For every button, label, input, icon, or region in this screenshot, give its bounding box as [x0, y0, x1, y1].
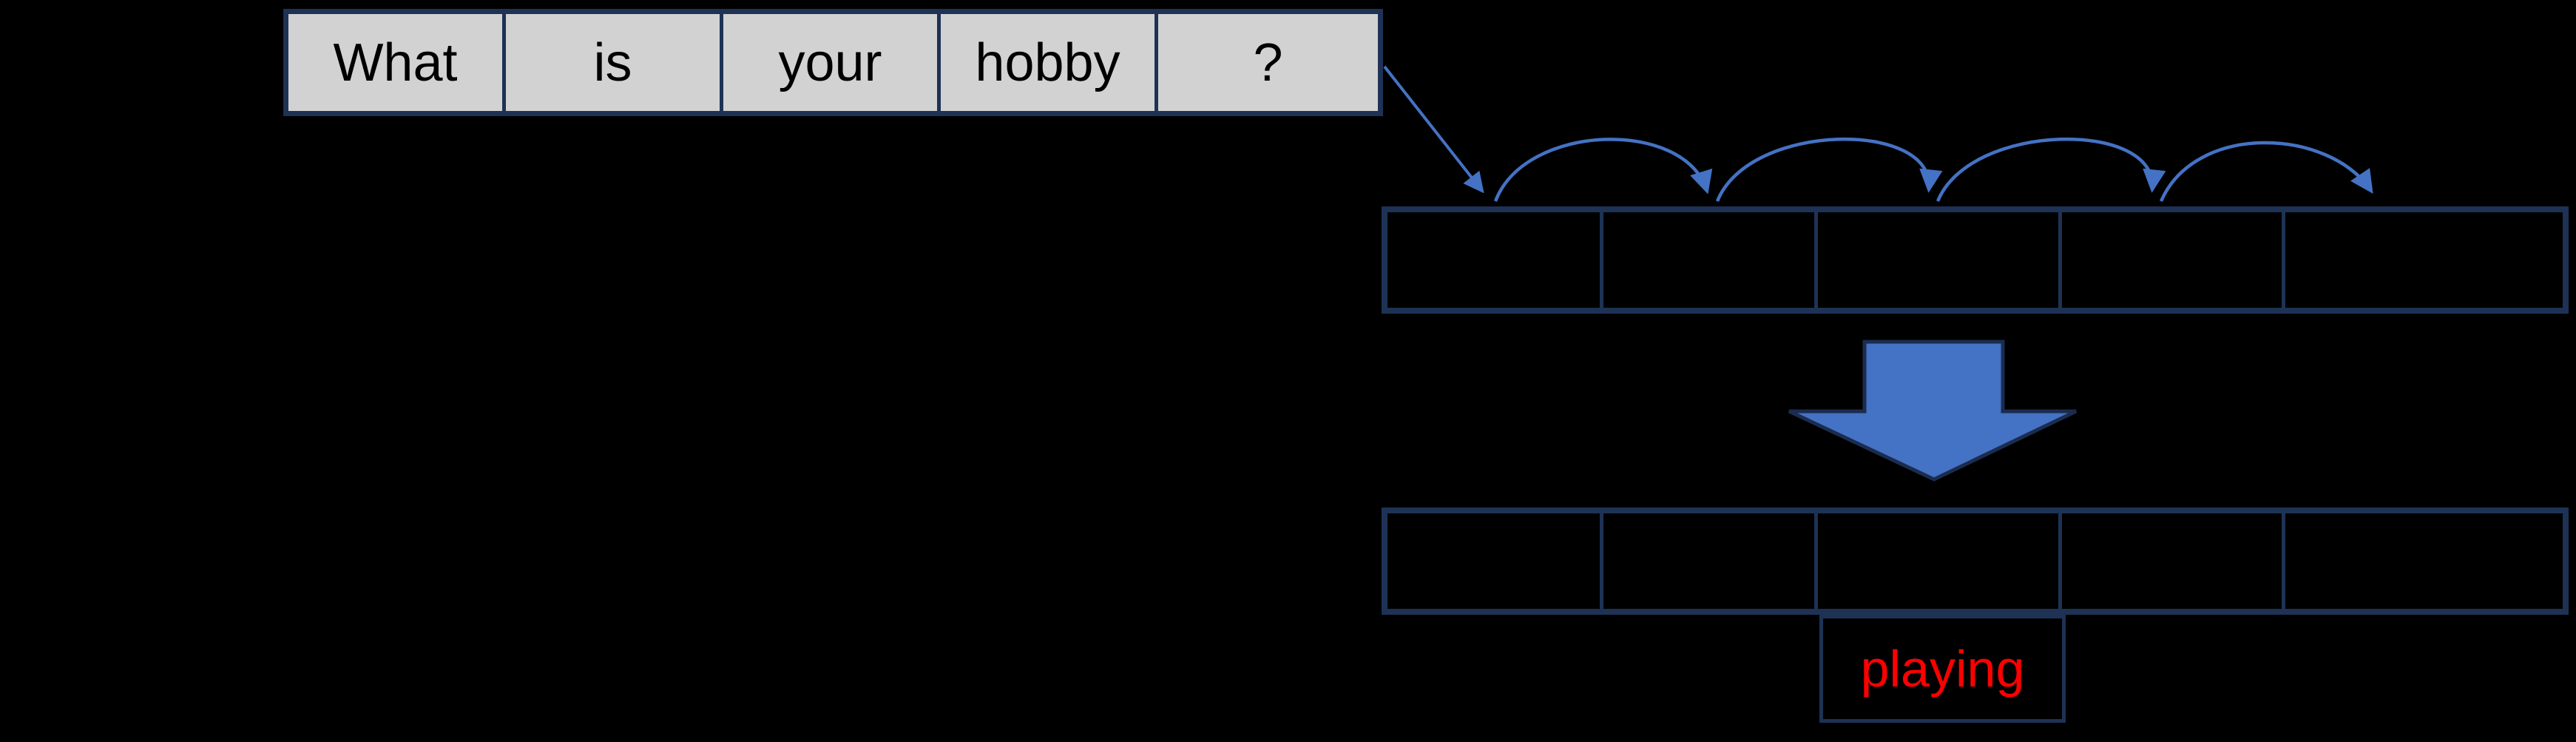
output-cell [2062, 513, 2285, 609]
hop-arc-icon [1493, 138, 1713, 202]
input-token-label: your [778, 33, 882, 92]
output-cell [1818, 513, 2062, 609]
output-cell [1603, 513, 1818, 609]
hop-arc-icon [1936, 138, 2166, 202]
big-down-arrow-icon [1788, 340, 2078, 482]
input-token-label: is [593, 33, 632, 92]
input-token-cell: ? [1158, 14, 1378, 111]
input-token-cell: hobby [941, 14, 1158, 111]
input-token-cell: is [506, 14, 723, 111]
input-token-label: hobby [975, 33, 1120, 92]
output-cell [1387, 513, 1603, 609]
hop-arc-icon [1715, 138, 1943, 202]
input-sentence-row: What is your hobby ? [283, 9, 1383, 116]
prediction-box: playing [1819, 615, 2066, 723]
hidden-state-row [1382, 206, 2569, 314]
prediction-label: playing [1860, 640, 2025, 698]
input-token-cell: What [288, 14, 506, 111]
hidden-state-cell [1603, 212, 1818, 308]
input-token-label: ? [1253, 33, 1283, 92]
hidden-state-cell [1387, 212, 1603, 308]
input-token-label: What [333, 33, 458, 92]
input-to-hidden-arrow-icon [1383, 65, 1484, 194]
hidden-state-cell [2285, 212, 2563, 308]
output-row [1382, 507, 2569, 615]
hidden-state-cell [2062, 212, 2285, 308]
hop-arc-icon [2159, 141, 2373, 202]
input-token-cell: your [723, 14, 941, 111]
hidden-state-cell [1818, 212, 2062, 308]
output-cell [2285, 513, 2563, 609]
